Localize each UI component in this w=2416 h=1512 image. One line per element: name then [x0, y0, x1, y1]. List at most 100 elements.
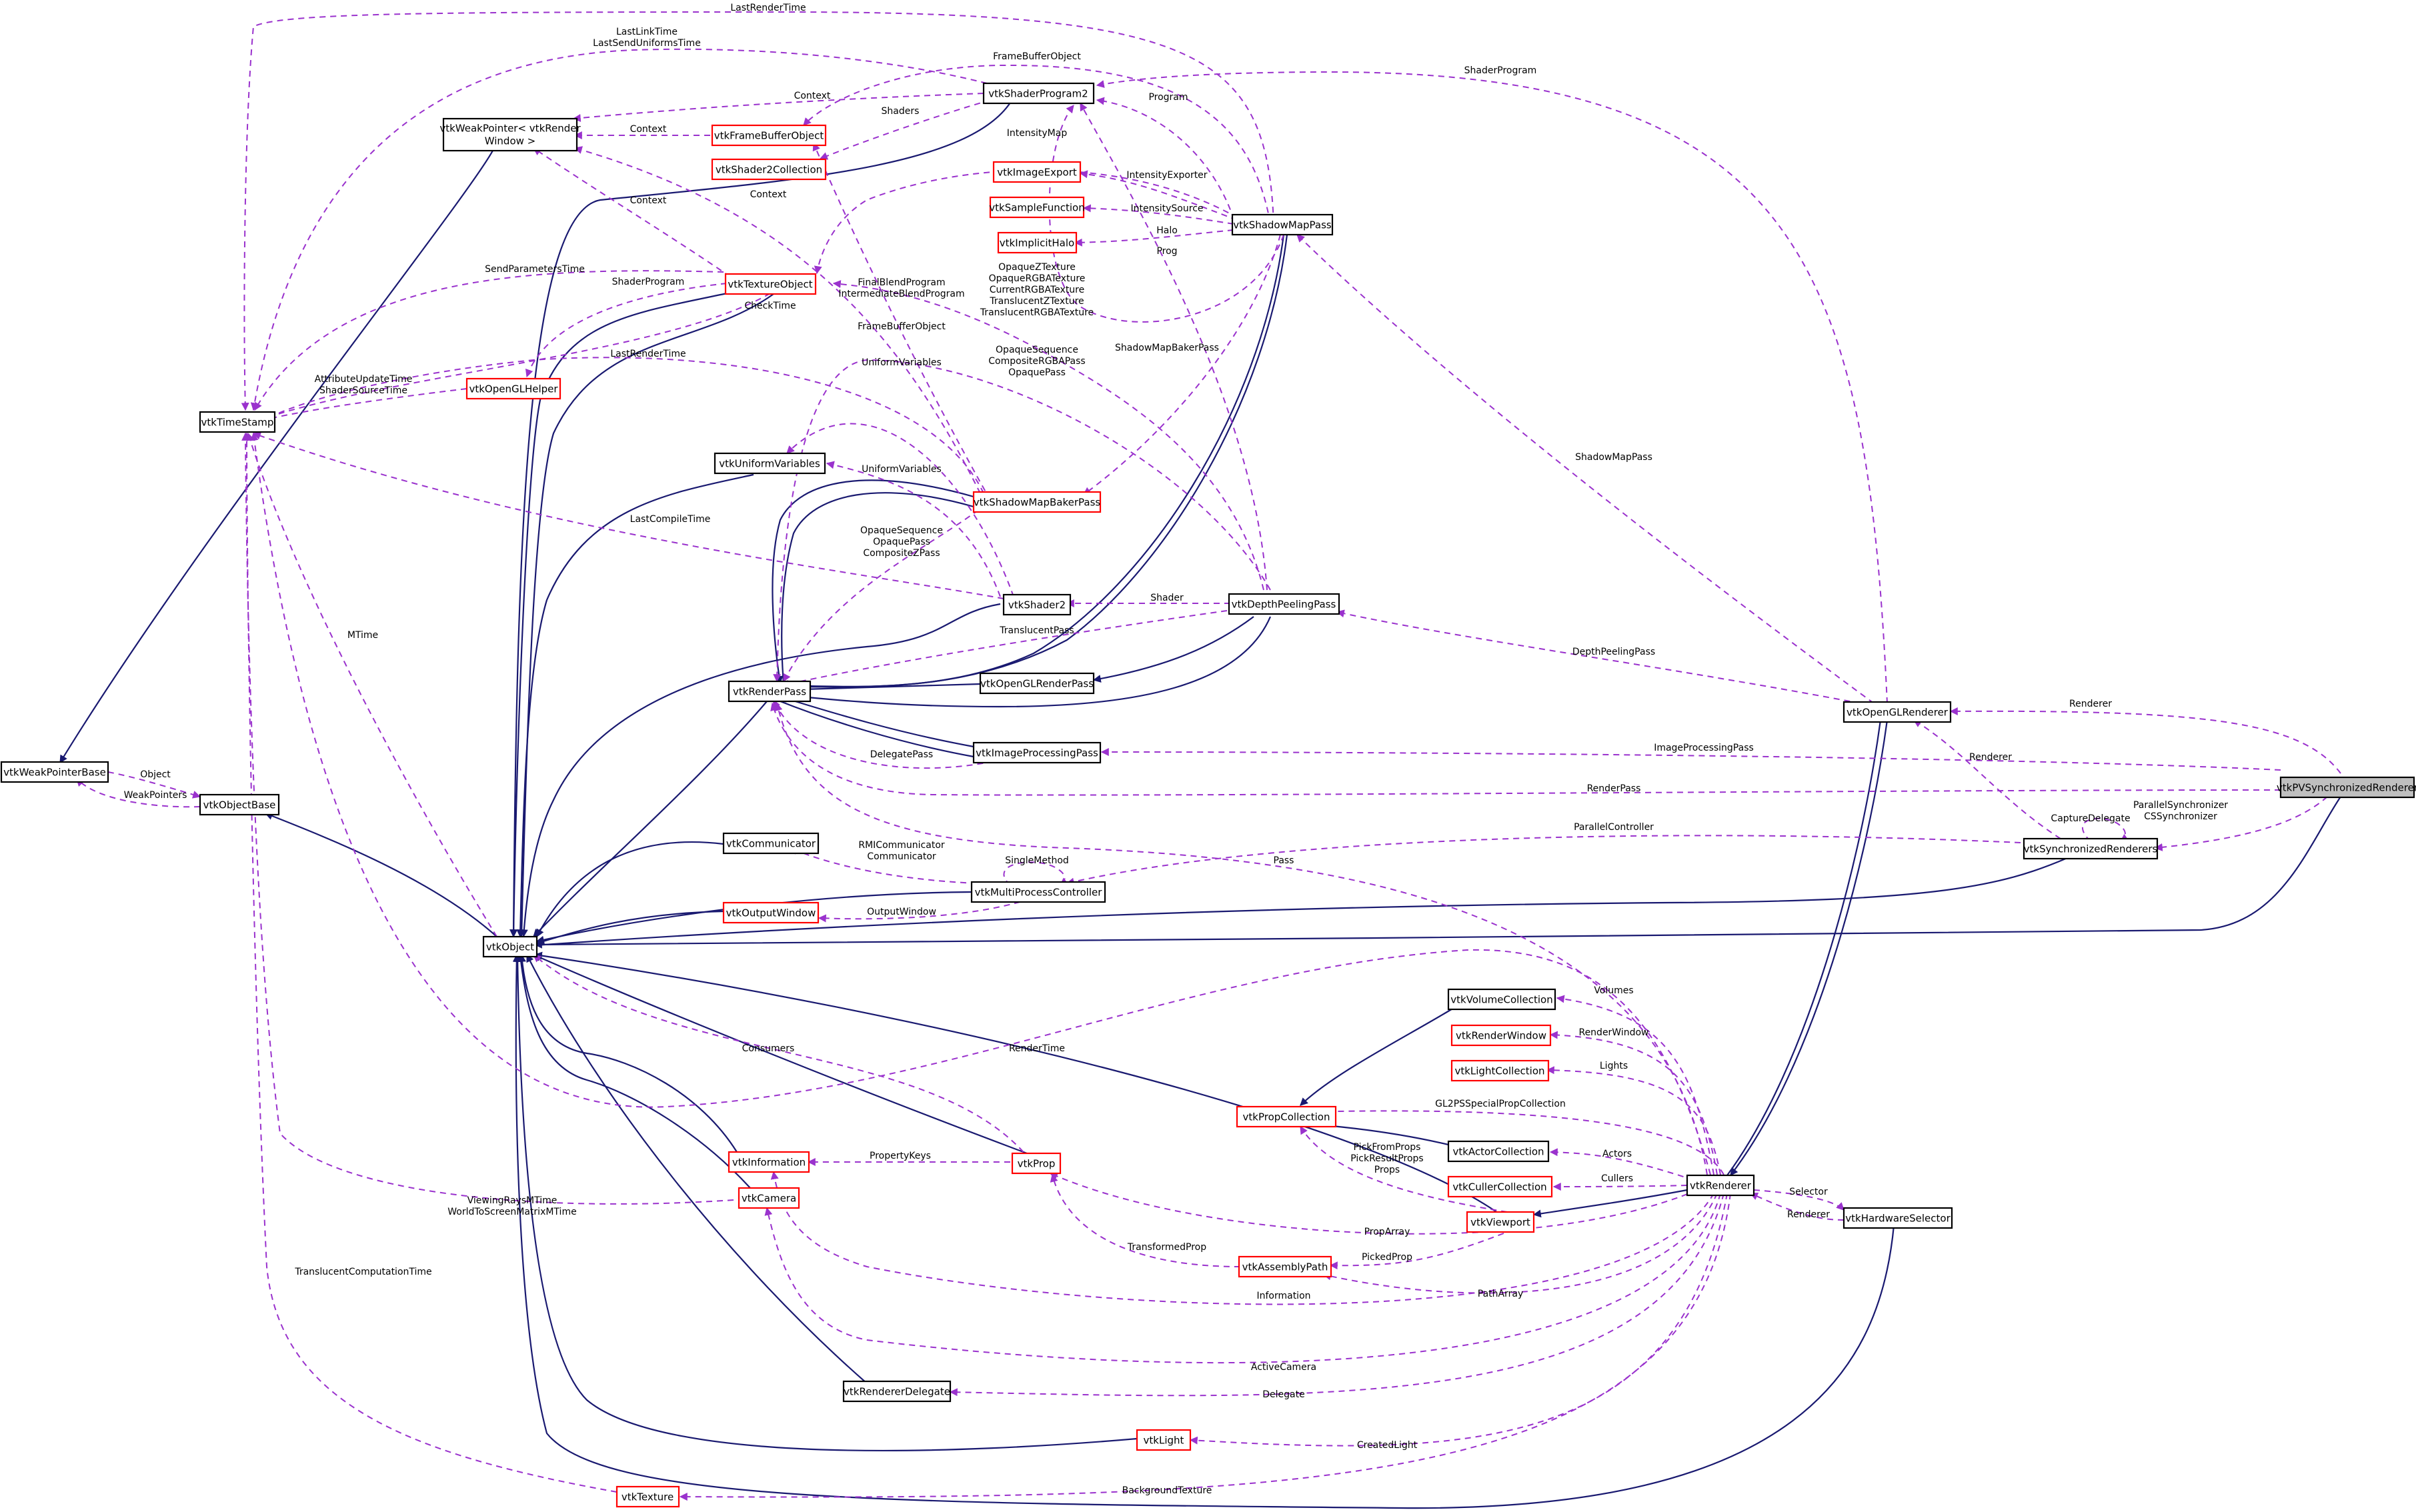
node-vtkopenglhelper[interactable]: vtkOpenGLHelper: [465, 377, 561, 400]
label-opaquesequence-2: OpaqueSequence: [860, 525, 943, 536]
node-vtktexture[interactable]: vtkTexture: [616, 1485, 680, 1508]
node-vtkvolumecollection[interactable]: vtkVolumeCollection: [1447, 988, 1556, 1011]
node-vtkframebufferobject[interactable]: vtkFrameBufferObject: [711, 124, 827, 147]
node-vtkhardwareselector[interactable]: vtkHardwareSelector: [1843, 1207, 1953, 1229]
edge-volumecollection-inherits-propcollection: [1300, 1007, 1454, 1106]
edge-shader2-inherits-object: [519, 603, 1001, 938]
node-vtkcommunicator[interactable]: vtkCommunicator: [722, 832, 820, 855]
node-vtkcullercollection[interactable]: vtkCullerCollection: [1447, 1175, 1553, 1198]
node-vtkshaderprogram2[interactable]: vtkShaderProgram2: [982, 82, 1095, 105]
label-attributeupdatetime: AttributeUpdateTime: [315, 374, 413, 385]
edge-weakptr-inherits-weakptrbase: [59, 149, 494, 764]
node-vtkdepthpeelingpass[interactable]: vtkDepthPeelingPass: [1228, 593, 1340, 615]
node-vtkshadowmapbakerpass[interactable]: vtkShadowMapBakerPass: [972, 491, 1102, 513]
node-vtkimplicithalo[interactable]: vtkImplicitHalo: [997, 231, 1078, 254]
edge-createdlight: [1189, 1193, 1728, 1447]
node-vtkobjectbase[interactable]: vtkObjectBase: [199, 793, 280, 816]
label-context-2: Context: [630, 124, 667, 135]
node-vtkprop[interactable]: vtkProp: [1011, 1152, 1062, 1175]
node-vtklight[interactable]: vtkLight: [1136, 1429, 1192, 1451]
node-vtkcamera[interactable]: vtkCamera: [738, 1187, 800, 1209]
edge-lastlinktime: [250, 48, 988, 411]
label-intensityexporter: IntensityExporter: [1126, 170, 1207, 181]
edge-viewingraysmtime: [241, 432, 734, 1205]
edge-uniformvariables-2: [826, 461, 1001, 597]
node-vtkweakpointerbase[interactable]: vtkWeakPointerBase: [0, 761, 109, 783]
edge-blendprogram: [1080, 102, 1268, 591]
node-vtkrenderer[interactable]: vtkRenderer: [1686, 1174, 1755, 1197]
label-renderpass: RenderPass: [1587, 783, 1641, 794]
edge-consumers: [533, 954, 1031, 1161]
node-vtkobject[interactable]: vtkObject: [482, 935, 538, 958]
node-vtkrendererdelegate[interactable]: vtkRendererDelegate: [842, 1380, 952, 1403]
edge-outputwindow-inherits-object: [535, 910, 724, 945]
label-outputwindow: OutputWindow: [867, 907, 936, 917]
node-vtkopenglrenderer[interactable]: vtkOpenGLRenderer: [1843, 701, 1952, 723]
svg-text:vtkHardwareSelector: vtkHardwareSelector: [1845, 1213, 1951, 1225]
node-vtkmultiprocesscontroller[interactable]: vtkMultiProcessController: [970, 881, 1106, 903]
edge-checktime: [262, 293, 771, 421]
node-vtkrenderpass[interactable]: vtkRenderPass: [728, 680, 812, 703]
node-vtkimageprocessingpass[interactable]: vtkImageProcessingPass: [972, 741, 1102, 764]
edge-attributeupdatetime: [262, 388, 467, 423]
svg-text:vtkImageProcessingPass: vtkImageProcessingPass: [976, 747, 1098, 759]
node-vtkopenglrenderpass[interactable]: vtkOpenGLRenderPass: [979, 672, 1095, 695]
label-cullers: Cullers: [1601, 1173, 1633, 1184]
edge-shadowmappass-inherits-renderpass-2: [780, 234, 1285, 687]
label-shaderprogram: ShaderProgram: [1464, 65, 1537, 76]
node-vtkpropcollection[interactable]: vtkPropCollection: [1236, 1105, 1337, 1128]
edge-cullers: [1552, 1182, 1688, 1191]
label-selector: Selector: [1789, 1187, 1828, 1197]
node-vtkviewport[interactable]: vtkViewport: [1466, 1211, 1535, 1233]
label-backgroundtexture: BackgroundTexture: [1122, 1485, 1212, 1496]
edge-pass: [774, 702, 1708, 1175]
node-vtktimestamp[interactable]: vtkTimeStamp: [199, 411, 276, 433]
node-vtkweakpointer-renderwindow[interactable]: vtkWeakPointer< vtkRenderWindow >: [439, 117, 581, 152]
edge-renderer-1: [1949, 707, 2341, 774]
node-vtkuniformvariables[interactable]: vtkUniformVariables: [714, 452, 826, 475]
label-activecamera: ActiveCamera: [1251, 1362, 1316, 1373]
label-weakpointers: WeakPointers: [124, 790, 187, 801]
label-createdlight: CreatedLight: [1357, 1440, 1418, 1451]
label-shadowmappass: ShadowMapPass: [1575, 452, 1652, 463]
svg-text:vtkFrameBufferObject: vtkFrameBufferObject: [714, 130, 824, 142]
node-vtkshader2[interactable]: vtkShader2: [1002, 593, 1072, 616]
edge-patharray: [1322, 1193, 1718, 1294]
svg-text:vtkImplicitHalo: vtkImplicitHalo: [1000, 237, 1074, 249]
class-nodes: vtkPVSynchronizedRenderer vtkOpenGLRende…: [0, 82, 2416, 1508]
edge-actors: [1549, 1148, 1704, 1184]
edge-context-textureobject: [533, 147, 731, 277]
label-compositergbapass: CompositeRGBAPass: [988, 356, 1085, 367]
svg-text:vtkRendererDelegate: vtkRendererDelegate: [844, 1386, 950, 1398]
node-vtkpvsynchronizedrenderer[interactable]: vtkPVSynchronizedRenderer: [2277, 776, 2416, 799]
edge-depthpeeling-inherits-renderpass: [779, 616, 1272, 708]
edge-renderer-3: [1749, 1193, 1845, 1221]
edge-shadowmappass: [1296, 234, 1875, 704]
node-vtktextureobject[interactable]: vtkTextureObject: [724, 273, 817, 295]
node-vtkactorcollection[interactable]: vtkActorCollection: [1447, 1140, 1550, 1163]
node-vtkassemblypath[interactable]: vtkAssemblyPath: [1238, 1255, 1332, 1278]
label-shadersourcetime: ShaderSourceTime: [319, 385, 407, 396]
edge-lastrendertime-mid: [260, 357, 984, 494]
svg-text:vtkPVSynchronizedRenderer: vtkPVSynchronizedRenderer: [2277, 782, 2416, 794]
edge-context-bakerpass: [573, 146, 981, 494]
edge-syncrenderers-inherits-object: [534, 857, 2068, 947]
node-vtkinformation[interactable]: vtkInformation: [728, 1151, 810, 1173]
label-pickedprop: PickedProp: [1362, 1252, 1412, 1263]
node-vtksamplefunction[interactable]: vtkSampleFunction: [989, 196, 1085, 219]
edge-opengl-renderer-inherits-renderer: [1730, 719, 1889, 1176]
node-vtkimageexport[interactable]: vtkImageExport: [992, 161, 1082, 183]
node-vtkrenderwindow[interactable]: vtkRenderWindow: [1450, 1024, 1552, 1047]
node-vtkshader2collection[interactable]: vtkShader2Collection: [711, 158, 827, 181]
edge-translucentcomputationtime: [243, 432, 618, 1493]
node-vtkoutputwindow[interactable]: vtkOutputWindow: [722, 901, 820, 924]
node-vtklightcollection[interactable]: vtkLightCollection: [1450, 1059, 1550, 1082]
svg-text:vtkAssemblyPath: vtkAssemblyPath: [1242, 1261, 1328, 1273]
node-vtkshadowmappass[interactable]: vtkShadowMapPass: [1231, 213, 1334, 236]
edge-object-weakptrbase: [107, 771, 201, 799]
node-vtksynchronizedrenderers[interactable]: vtkSynchronizedRenderers: [2023, 837, 2159, 860]
label-opaquesequence-1: OpaqueSequence: [996, 345, 1078, 355]
svg-text:vtkObject: vtkObject: [486, 941, 534, 953]
label-parallelsynchronizer: ParallelSynchronizer: [2133, 800, 2228, 811]
label-rendertime: RenderTime: [1009, 1043, 1065, 1054]
